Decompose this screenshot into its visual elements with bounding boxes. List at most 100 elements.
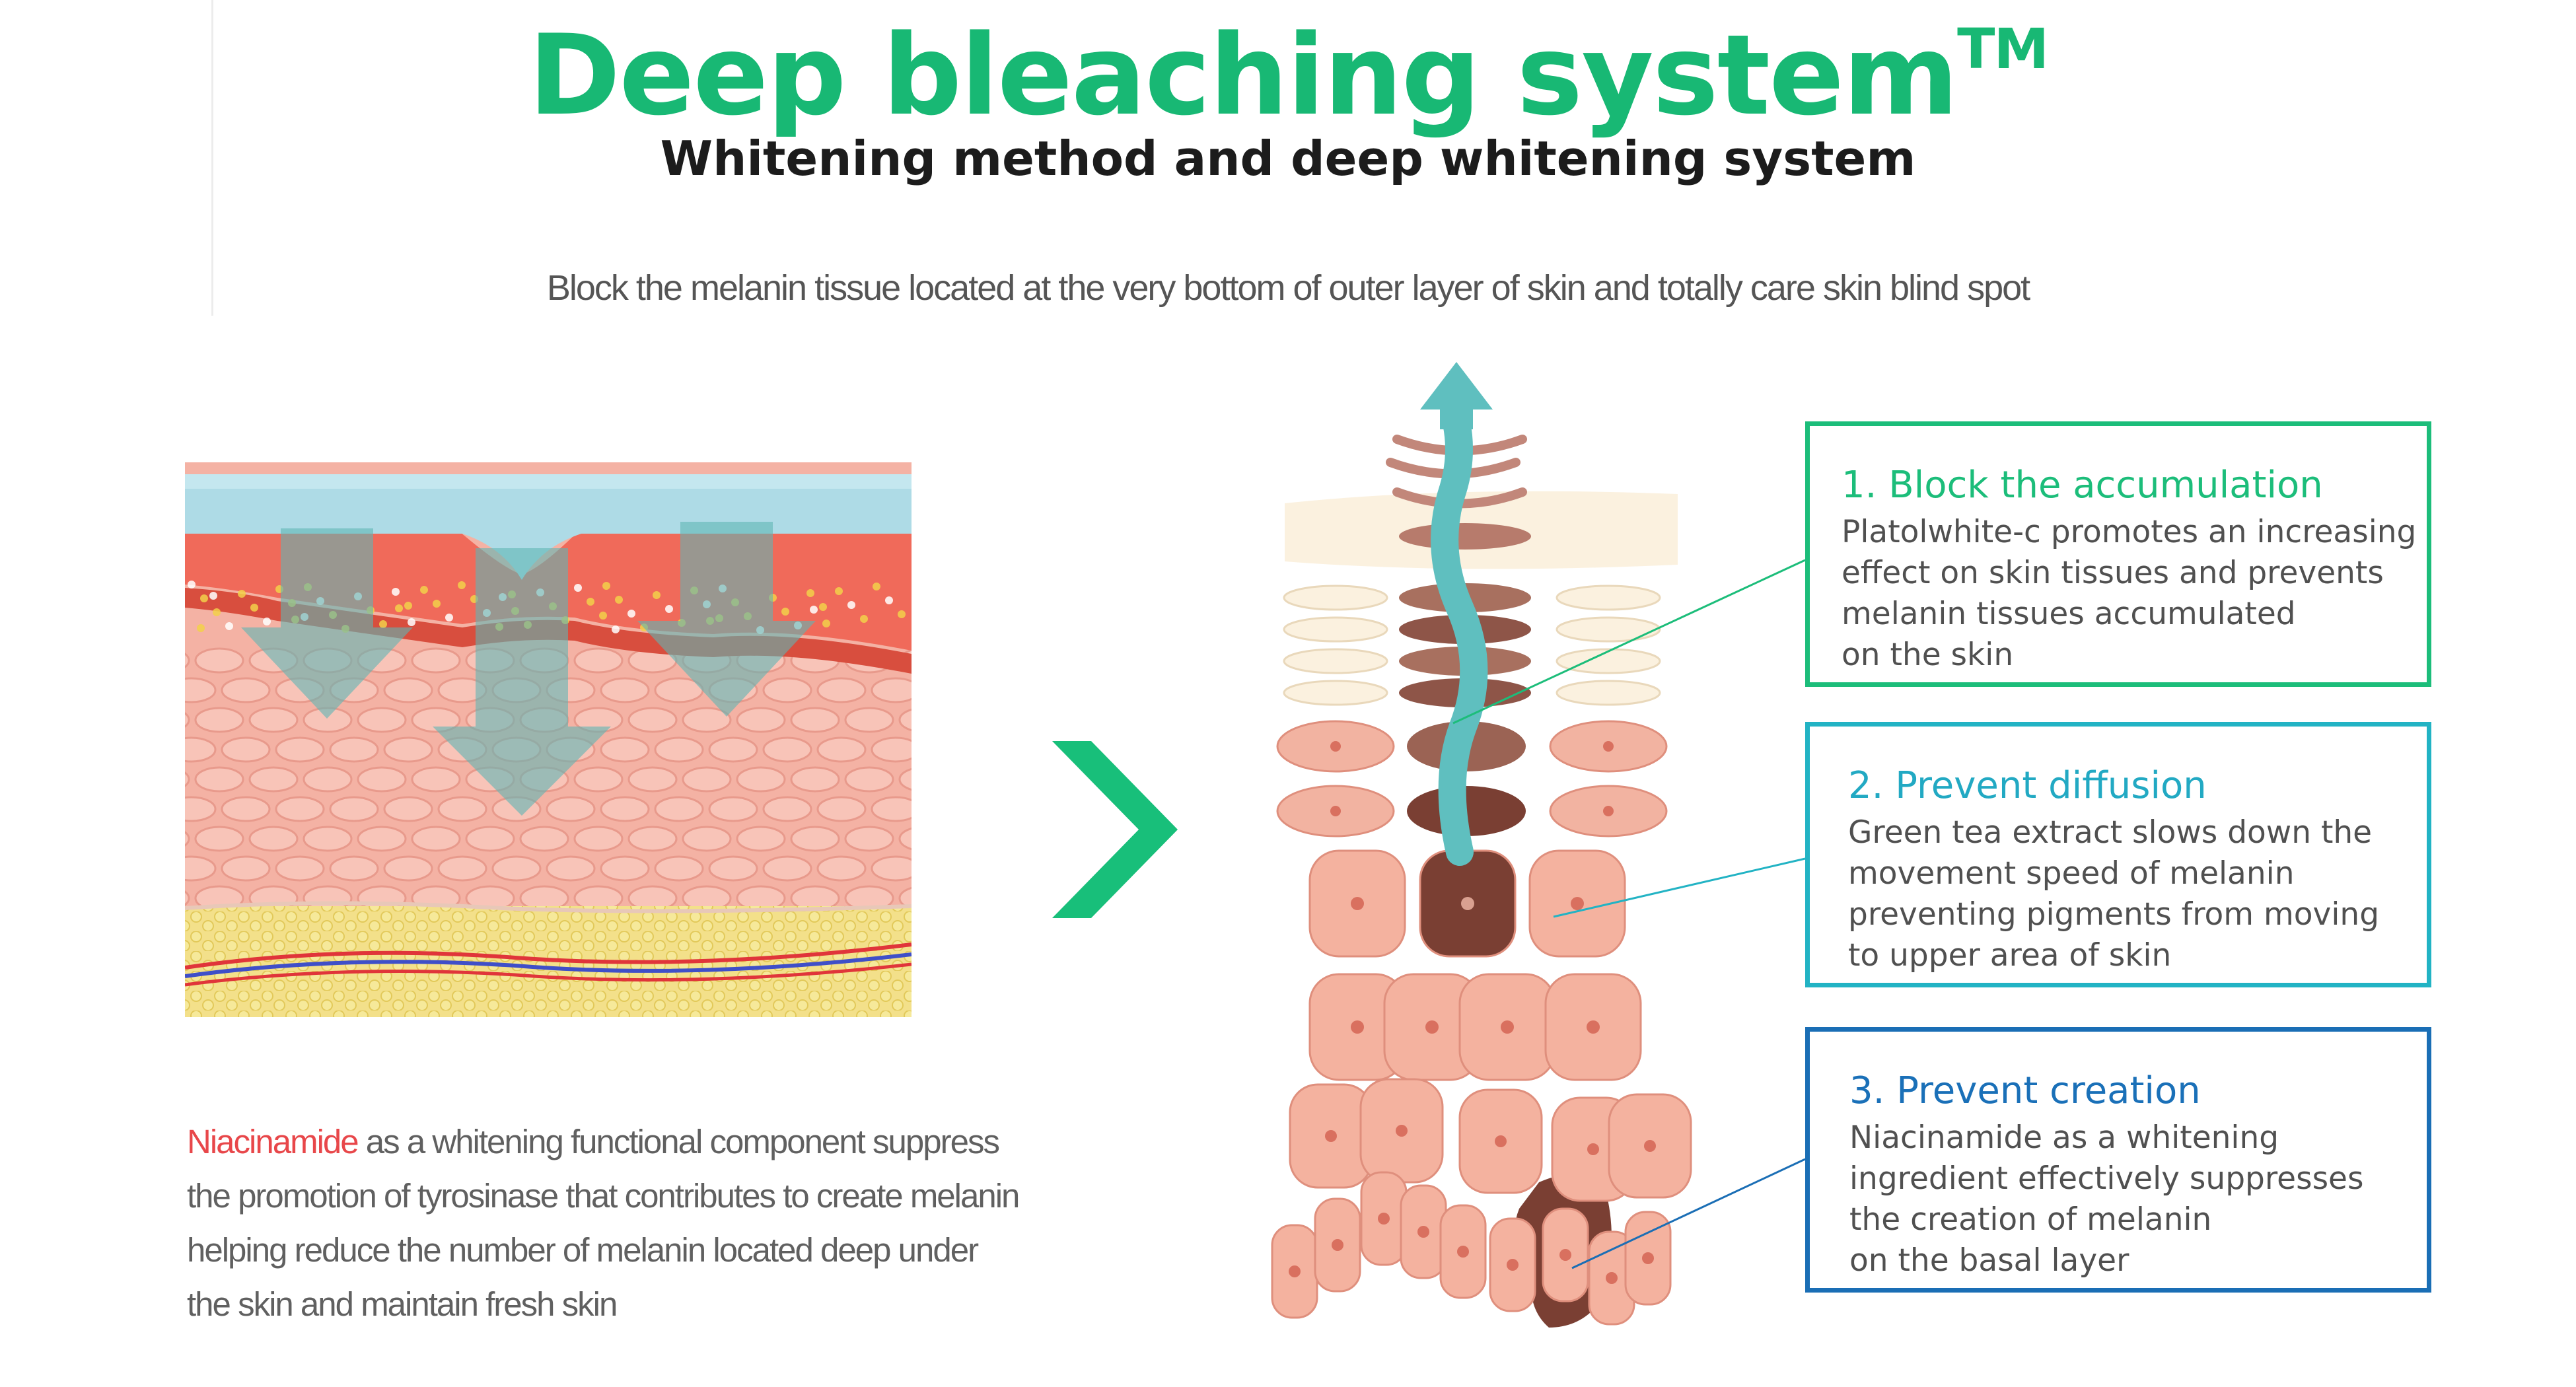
dermis-cell bbox=[194, 826, 244, 852]
granule bbox=[612, 625, 620, 633]
dermis-cell bbox=[844, 826, 894, 852]
dermis-cell bbox=[898, 827, 912, 851]
step-line: on the skin bbox=[1842, 637, 2014, 673]
nucleus bbox=[1603, 806, 1614, 816]
wavy-up-arrow-icon bbox=[1420, 362, 1493, 866]
dermis-cell bbox=[329, 796, 379, 822]
dermis-cell bbox=[682, 826, 732, 852]
dermis-cell bbox=[185, 653, 190, 668]
dermis-cell bbox=[762, 677, 812, 703]
dermis-cell bbox=[383, 855, 433, 882]
step-box-prevent-diffusion: 2. Prevent diffusion Green tea extract s… bbox=[1805, 722, 2431, 987]
dermis-cell bbox=[654, 796, 704, 822]
dermis-cell bbox=[185, 890, 190, 906]
dermis-cell bbox=[708, 736, 758, 763]
page-subtitle: Whitening method and deep whitening syst… bbox=[660, 131, 1916, 186]
dermis-cell bbox=[682, 766, 732, 793]
dermis-cell bbox=[654, 736, 704, 763]
nucleus bbox=[1587, 1143, 1599, 1155]
pale-cell bbox=[1283, 585, 1388, 611]
dermis-cell bbox=[383, 736, 433, 763]
dermis-cell bbox=[546, 796, 596, 822]
dermis-cell bbox=[871, 855, 912, 882]
granule bbox=[627, 610, 635, 618]
dermis-cell bbox=[194, 766, 244, 793]
nucleus bbox=[1332, 1239, 1343, 1251]
nucleus bbox=[1289, 1265, 1301, 1277]
dermis-cell bbox=[357, 766, 407, 793]
dermis-cell bbox=[221, 796, 271, 822]
dermis-cell bbox=[194, 707, 244, 733]
granule bbox=[213, 608, 221, 616]
dermis-cell bbox=[844, 766, 894, 793]
nucleus bbox=[1351, 897, 1364, 910]
dermis-cell bbox=[708, 796, 758, 822]
dermis-cell bbox=[790, 766, 840, 793]
step-line: effect on skin tissues and prevents bbox=[1842, 555, 2384, 591]
nucleus bbox=[1330, 806, 1341, 816]
nucleus bbox=[1396, 1125, 1408, 1137]
dermis-cell bbox=[411, 647, 461, 674]
nucleus bbox=[1351, 1020, 1364, 1034]
dermis-cell bbox=[221, 677, 271, 703]
dermis-cell bbox=[437, 796, 487, 822]
dermis-cell bbox=[600, 855, 650, 882]
pale-cell bbox=[1556, 648, 1661, 674]
dermis-cell bbox=[762, 855, 812, 882]
granule bbox=[847, 601, 855, 609]
dermis-cell bbox=[790, 826, 840, 852]
dermis-cell bbox=[546, 855, 596, 882]
nucleus bbox=[1417, 1226, 1429, 1238]
melanin-cell-column bbox=[1271, 362, 1692, 1328]
step-text: Platolwhite-c promotes an increasing eff… bbox=[1842, 512, 2427, 676]
dermis-cell bbox=[708, 855, 758, 882]
down-arrow-icon bbox=[241, 522, 816, 816]
dermis-cell bbox=[573, 766, 624, 793]
pale-cell bbox=[1283, 680, 1388, 706]
granule bbox=[197, 624, 205, 632]
leader-line-2 bbox=[1553, 857, 1806, 918]
dermis-cell bbox=[682, 707, 732, 733]
dermis-cell bbox=[600, 796, 650, 822]
granule bbox=[209, 592, 217, 600]
dermis-cell bbox=[185, 796, 217, 822]
dermis-cell bbox=[736, 826, 786, 852]
dermis-cell bbox=[275, 796, 325, 822]
granule bbox=[599, 612, 607, 620]
dermis-cell bbox=[303, 826, 353, 852]
pale-cell bbox=[1556, 585, 1661, 611]
step-text: Niacinamide as a whitening ingredient ef… bbox=[1849, 1118, 2427, 1281]
dermis-cell bbox=[816, 796, 867, 822]
nucleus bbox=[1378, 1213, 1390, 1225]
divider-line bbox=[211, 0, 213, 316]
step-line: melanin tissues accumulated bbox=[1842, 596, 2296, 632]
granule bbox=[250, 604, 258, 612]
granule bbox=[458, 581, 466, 589]
dermis-cell bbox=[871, 677, 912, 703]
step-title: 1. Block the accumulation bbox=[1842, 464, 2323, 507]
dermis-cell bbox=[627, 707, 678, 733]
dermis-cell bbox=[357, 826, 407, 852]
dermis-cell bbox=[816, 736, 867, 763]
dermis-cell bbox=[573, 647, 624, 674]
dermis-cell bbox=[185, 736, 217, 763]
leader-lines bbox=[1452, 559, 1806, 1269]
dermis-cell bbox=[600, 677, 650, 703]
dermis-cell bbox=[465, 826, 515, 852]
granule bbox=[653, 591, 661, 599]
dermis-cell bbox=[248, 826, 299, 852]
granule bbox=[404, 602, 412, 610]
note-line-1: Niacinamide as a whitening functional co… bbox=[187, 1115, 1178, 1169]
dermis-cell bbox=[329, 736, 379, 763]
step-line: the creation of melanin bbox=[1849, 1201, 2212, 1238]
dermis-cell bbox=[816, 855, 867, 882]
dermis-cell bbox=[185, 771, 190, 787]
nucleus bbox=[1507, 1259, 1519, 1271]
dermis-cell bbox=[871, 736, 912, 763]
granule bbox=[860, 615, 868, 623]
dermis-cell bbox=[357, 707, 407, 733]
dermis-cell bbox=[627, 766, 678, 793]
dermis-cell bbox=[221, 855, 271, 882]
dermis-cell bbox=[898, 708, 912, 732]
dermis-cell bbox=[275, 736, 325, 763]
